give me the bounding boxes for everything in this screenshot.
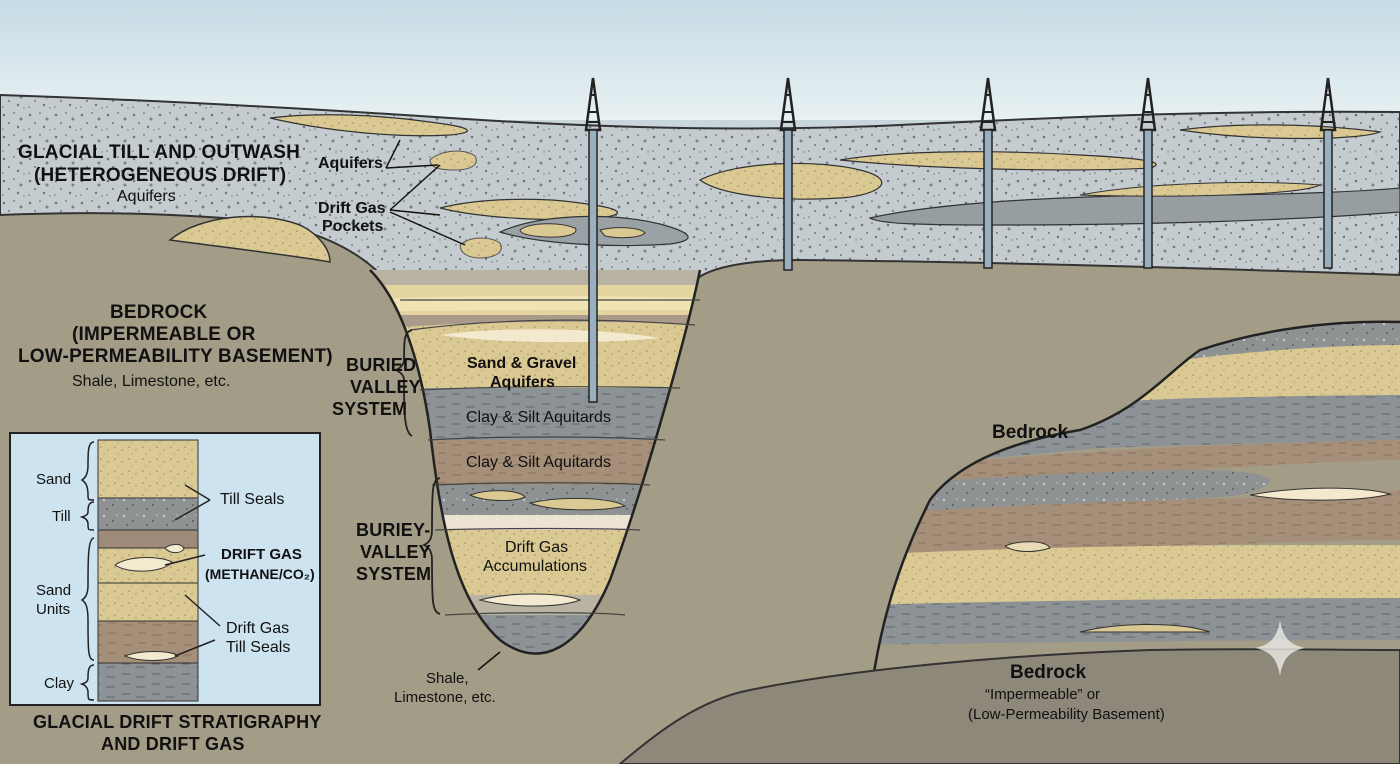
bedrock-bottom-sub-1: “Impermeable” or — [985, 686, 1101, 703]
bedrock-bottom-sub-2: (Low-Permeability Basement) — [968, 706, 1165, 723]
bracket-buried-valley — [393, 329, 413, 437]
bedrock-right-label: Bedrock — [992, 422, 1069, 443]
sky — [0, 0, 1400, 120]
buriey-valley-label-1: BURIEY- — [356, 520, 431, 540]
well-rig — [1319, 77, 1337, 269]
gas-pocket — [519, 223, 577, 238]
glacial-aquifers-label: Aquifers — [117, 188, 176, 205]
bedrock-title-1: BEDROCK — [110, 302, 208, 323]
drift-sand-lens — [269, 114, 469, 137]
inset-sand-units-label-1: Sand — [36, 582, 72, 599]
bedrock-bottom-title: Bedrock — [1010, 662, 1087, 683]
buriey-valley-label-3: SYSTEM — [356, 564, 432, 584]
well-rig — [779, 77, 797, 271]
drift-clay-lens — [868, 187, 1400, 226]
drift-sand-lens — [439, 198, 619, 221]
buried-valley-label-1: BURIED — [346, 355, 417, 375]
inset-clay-label: Clay — [44, 675, 75, 692]
callout-arrows — [385, 139, 466, 246]
clay-silt-label-1: Clay & Silt Aquitards — [466, 409, 611, 426]
shale-label-2: Limestone, etc. — [394, 689, 496, 706]
gas-pocket — [459, 237, 502, 259]
well-rigs — [584, 77, 1337, 403]
sand-gravel-label-2: Aquifers — [490, 374, 555, 391]
glacial-title: GLACIAL TILL AND OUTWASH — [18, 142, 301, 163]
right-bedrock-outline — [868, 320, 1400, 701]
drift-gas-pockets-label-1: Drift Gas — [318, 200, 386, 217]
drift-gas-accumulation-label-2: Accumulations — [483, 558, 588, 575]
inset-drift-gas-label-1: DRIFT GAS — [221, 546, 302, 563]
buried-valley-label-2: VALLEY — [350, 377, 421, 397]
shale-arrow — [477, 651, 501, 671]
well-rig — [584, 77, 602, 403]
shale-label-1: Shale, — [426, 670, 469, 687]
inset-drift-gas-till-label-2: Till Seals — [226, 639, 291, 656]
drift-gas-pockets-label-2: Pockets — [322, 218, 384, 235]
inset-sand-units-label-2: Units — [36, 601, 71, 618]
inset-till-seals-label: Till Seals — [220, 491, 285, 508]
bedrock-title-2: (IMPERMEABLE OR — [72, 324, 256, 345]
inset-till-label: Till — [52, 508, 71, 525]
buriey-valley-label-2: VALLEY — [360, 542, 431, 562]
buried-valley-label-3: SYSTEM — [332, 399, 408, 419]
drift-sand-lens — [1079, 181, 1322, 197]
gas-pocket — [599, 227, 646, 239]
bedrock-subtitle: Shale, Limestone, etc. — [72, 373, 231, 390]
drift-sand-lens — [168, 215, 331, 263]
sparkle-watermark — [1255, 620, 1305, 676]
sand-gravel-label-1: Sand & Gravel — [467, 355, 577, 372]
bedrock-title-3: LOW-PERMEABILITY BASEMENT) — [18, 346, 333, 367]
inset-drift-gas-till-label-1: Drift Gas — [226, 620, 290, 637]
glacial-subtitle: (HETEROGENEOUS DRIFT) — [34, 165, 287, 186]
inset-title-2: AND DRIFT GAS — [101, 734, 245, 754]
well-rig — [979, 77, 997, 269]
valley-outline — [369, 269, 702, 655]
inset-stratigraphy-box — [9, 432, 321, 706]
drift-gas-accumulation-label-1: Drift Gas — [505, 539, 569, 556]
aquifers-label: Aquifers — [318, 155, 383, 172]
inset-title-1: GLACIAL DRIFT STRATIGRAPHY — [33, 712, 322, 732]
well-rig — [1139, 77, 1157, 269]
clay-silt-label-2: Clay & Silt Aquitards — [466, 454, 611, 471]
bracket-buriey-valley — [421, 477, 441, 615]
basement-bedrock — [618, 648, 1400, 764]
inset-sand-label: Sand — [36, 471, 72, 488]
inset-drift-gas-label-2: (METHANE/CO₂) — [205, 566, 315, 582]
